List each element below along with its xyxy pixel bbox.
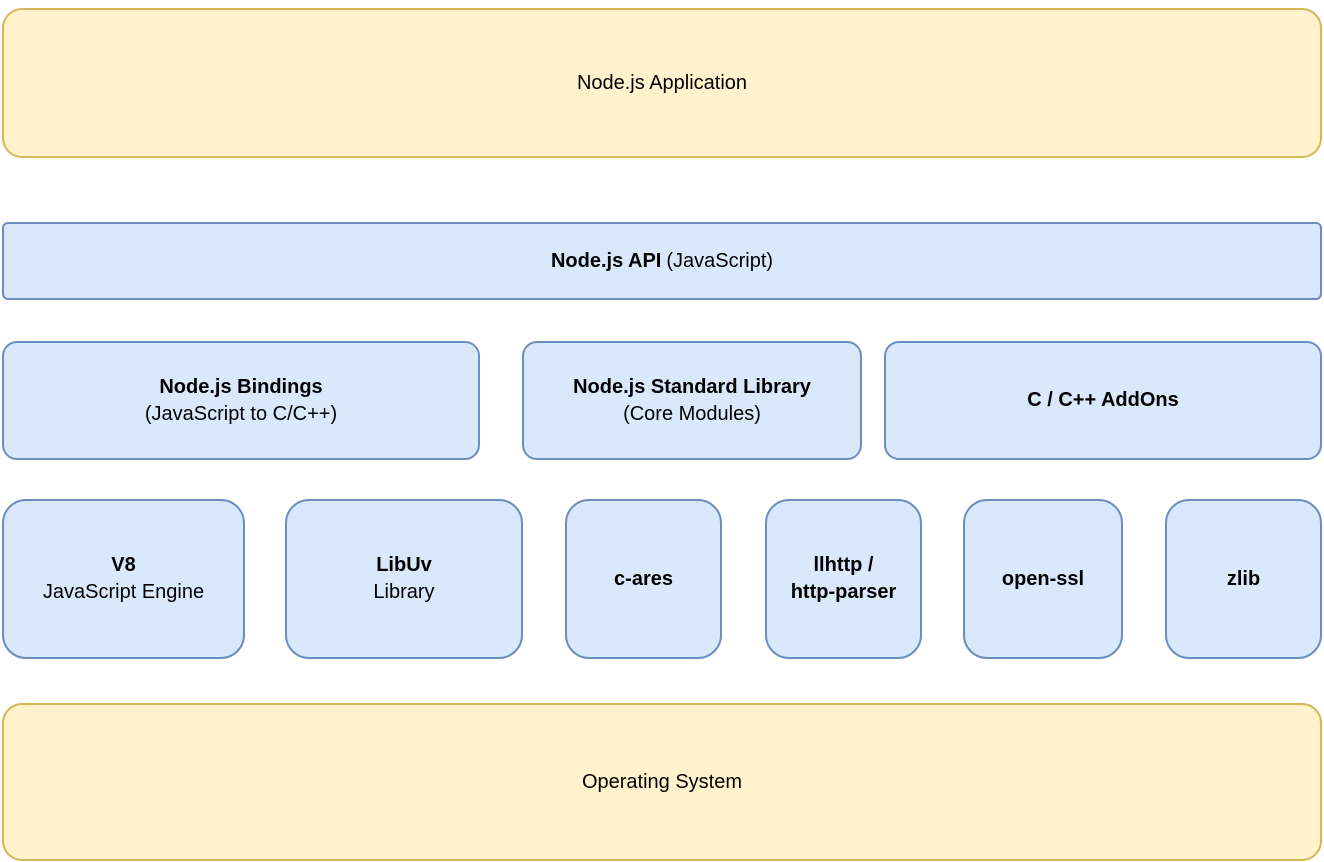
c-cpp-addons-title: C / C++ AddOns [1027,389,1179,411]
node-application-layer: Node.js Application [2,8,1322,158]
node-standard-library-box: Node.js Standard Library (Core Modules) [522,341,862,460]
llhttp-title-line1: llhttp / [813,554,874,576]
open-ssl-box: open-ssl [963,499,1123,659]
operating-system-label: Operating System [581,770,743,793]
libuv-title: LibUv [376,554,432,576]
c-ares-box: c-ares [565,499,722,659]
node-bindings-title: Node.js Bindings [159,375,323,398]
c-cpp-addons-box: C / C++ AddOns [884,341,1322,460]
c-ares-title: c-ares [614,567,673,590]
v8-title: V8 [111,554,136,576]
node-bindings-subtitle: (JavaScript to C/C++) [144,402,338,425]
zlib-title: zlib [1226,567,1261,590]
node-standard-library-subtitle: (Core Modules) [623,402,761,425]
libuv-box: LibUv Library [285,499,523,659]
node-api-label-bold: Node.js API [550,249,662,272]
llhttp-http-parser-box: llhttp / http-parser [765,499,922,659]
node-application-label: Node.js Application [576,71,748,94]
v8-subtitle: JavaScript Engine [42,581,205,603]
llhttp-title-line2: http-parser [790,581,897,603]
node-api-label-regular: (JavaScript) [666,249,774,272]
libuv-subtitle: Library [373,581,435,603]
open-ssl-title: open-ssl [1001,567,1085,590]
operating-system-layer: Operating System [2,703,1322,861]
node-standard-library-title: Node.js Standard Library [573,375,811,398]
node-api-layer: Node.js API (JavaScript) [2,222,1322,300]
v8-box: V8 JavaScript Engine [2,499,245,659]
node-bindings-box: Node.js Bindings (JavaScript to C/C++) [2,341,480,460]
zlib-box: zlib [1165,499,1322,659]
